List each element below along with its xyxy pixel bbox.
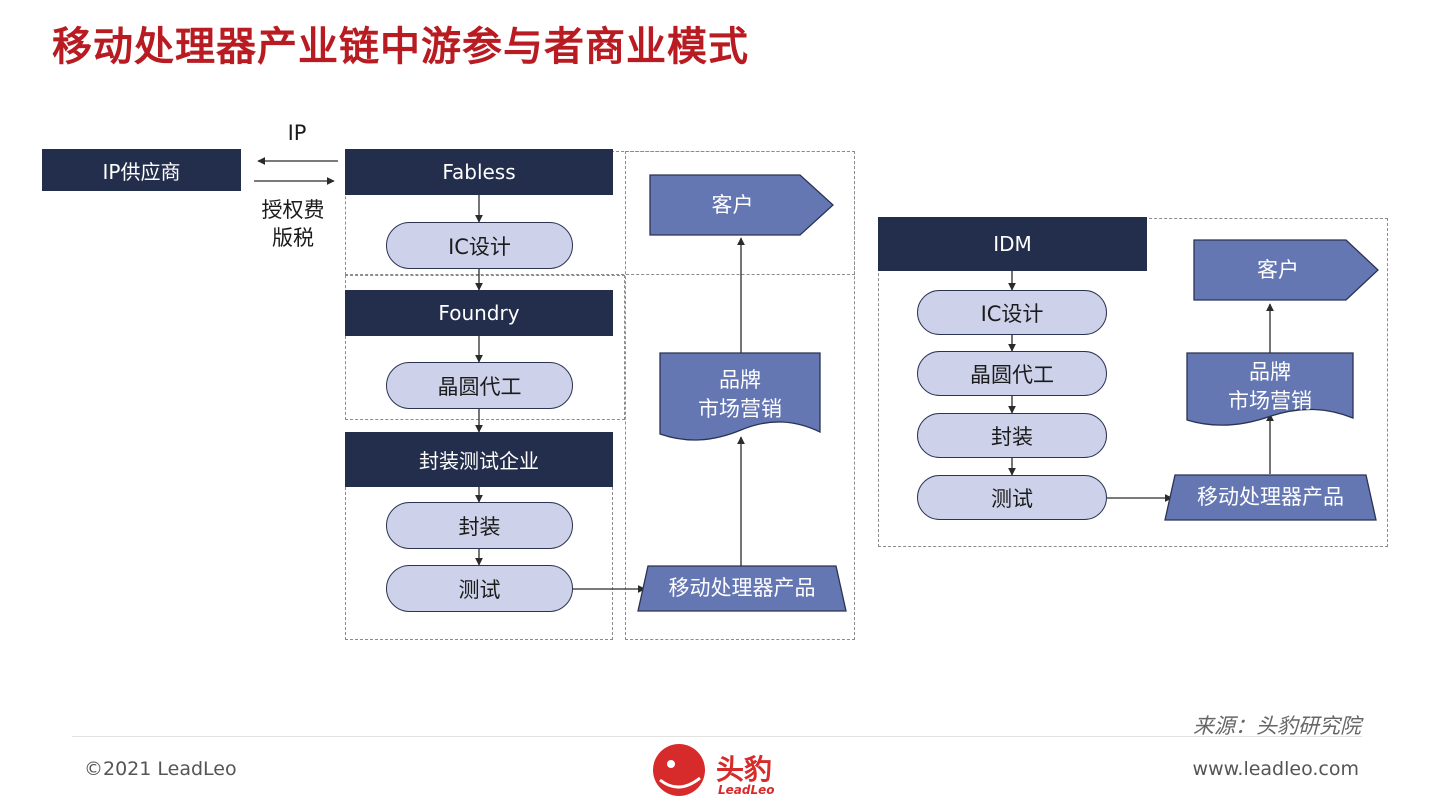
idm-wafer-foundry-pill: 晶圆代工 — [917, 351, 1107, 396]
testing-pill: 测试 — [386, 565, 573, 612]
idm-brand-label-line2: 市场营销 — [1228, 389, 1312, 413]
foundry-box: Foundry — [345, 290, 613, 336]
idm-ic-design-pill: IC设计 — [917, 290, 1107, 335]
brand-label-line1: 品牌 — [719, 368, 761, 392]
idm-packaging-pill: 封装 — [917, 413, 1107, 458]
brand-shape — [659, 352, 821, 441]
logo-subtext: LeadLeo — [718, 783, 775, 797]
royalty-label: 版税 — [272, 226, 314, 250]
brand-label-line2: 市场营销 — [698, 397, 782, 421]
footer-divider — [72, 736, 1362, 737]
page-title: 移动处理器产业链中游参与者商业模式 — [52, 24, 749, 70]
product-shape — [637, 565, 847, 612]
ic-design-pill: IC设计 — [386, 222, 573, 269]
idm-product-shape — [1164, 474, 1377, 521]
ip-arrow-label: IP — [287, 121, 307, 145]
foundry-group-outline — [345, 275, 625, 420]
idm-box: IDM — [878, 217, 1147, 271]
wafer-foundry-pill: 晶圆代工 — [386, 362, 573, 409]
ip-supplier-box: IP供应商 — [42, 149, 241, 191]
customer-label: 客户 — [711, 192, 754, 217]
osat-box: 封装测试企业 — [345, 432, 613, 487]
copyright: ©2021 LeadLeo — [84, 758, 237, 780]
logo-text: 头豹 — [716, 753, 773, 786]
idm-customer-shape — [1193, 239, 1379, 301]
idm-customer-label: 客户 — [1257, 257, 1299, 282]
source-note: 来源：头豹研究院 — [1193, 714, 1361, 738]
leadleo-logo-icon — [653, 744, 705, 796]
idm-testing-pill: 测试 — [917, 475, 1107, 520]
fabless-market-outline — [625, 151, 855, 640]
idm-brand-label-line1: 品牌 — [1249, 360, 1291, 384]
packaging-pill: 封装 — [386, 502, 573, 549]
customer-shape — [649, 174, 834, 236]
license-fee-label: 授权费 — [261, 198, 325, 222]
product-label: 移动处理器产品 — [668, 576, 816, 600]
idm-product-label: 移动处理器产品 — [1197, 485, 1344, 509]
idm-brand-shape — [1186, 352, 1354, 426]
fabless-box: Fabless — [345, 149, 613, 195]
website-link[interactable]: www.leadleo.com — [1192, 758, 1359, 780]
